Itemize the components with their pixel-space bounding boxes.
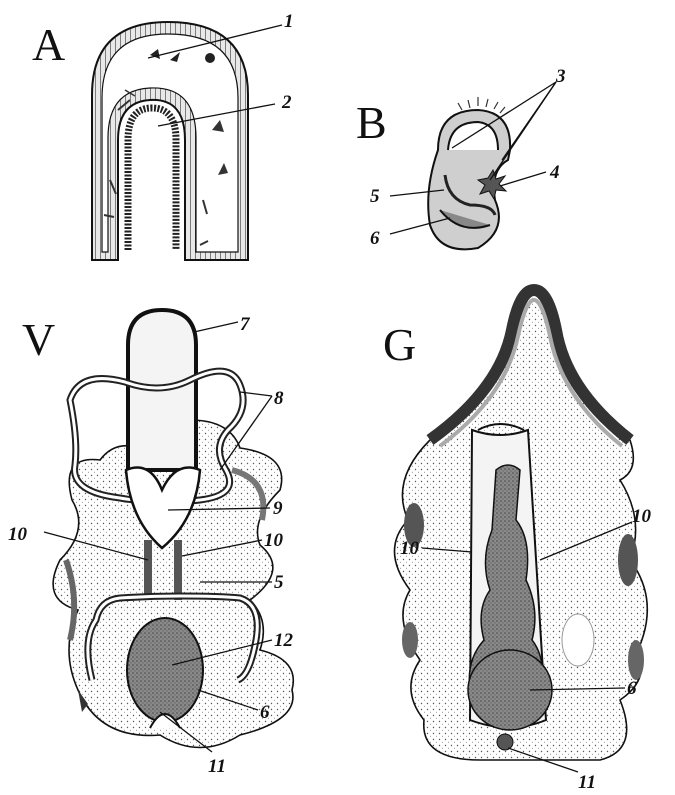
panel-a-archenteron: [128, 108, 176, 250]
label-12: 12: [274, 630, 294, 651]
panel-g-letter: G: [383, 319, 416, 370]
panel-g: G 10 10 6 11: [383, 290, 652, 793]
label-11-v: 11: [208, 756, 226, 777]
label-3: 3: [555, 66, 566, 87]
label-5-v: 5: [274, 572, 284, 593]
label-10-g-left: 10: [400, 538, 420, 559]
label-4: 4: [549, 162, 560, 183]
label-11-g: 11: [578, 772, 596, 793]
label-1: 1: [284, 11, 294, 32]
panel-v-letter: V: [22, 314, 55, 365]
panel-a-letter: A: [32, 19, 65, 70]
label-10-v-right: 10: [264, 530, 284, 551]
label-2: 2: [281, 92, 292, 113]
label-7: 7: [240, 314, 251, 335]
panel-a: A 1 2: [32, 11, 294, 260]
panel-v-stomach: [127, 618, 203, 722]
label-5-b: 5: [370, 186, 380, 207]
panel-b-letter: B: [356, 97, 387, 148]
panel-v: V 7 8 9 10 10 5: [8, 310, 294, 777]
label-6-b: 6: [370, 228, 380, 249]
label-10-g-right: 10: [632, 506, 652, 527]
label-10-v-left: 10: [8, 524, 28, 545]
label-6-v: 6: [260, 702, 270, 723]
label-6-g: 6: [627, 678, 637, 699]
panel-a-inner-cavity: [102, 34, 238, 252]
label-9: 9: [273, 498, 283, 519]
panel-b: B 3 4 5 6: [356, 66, 566, 249]
label-8: 8: [274, 388, 284, 409]
